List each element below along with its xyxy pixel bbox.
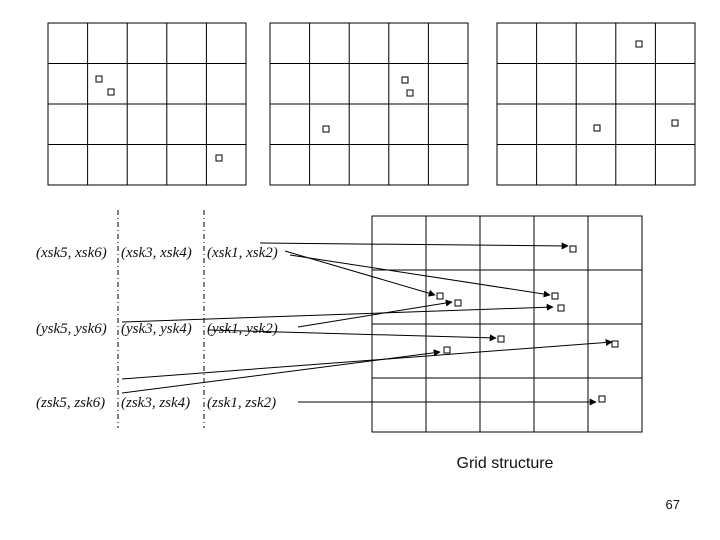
small-grid-3-point (593, 124, 601, 132)
mapping-arrow (297, 299, 453, 328)
key-row-x-pair-1: (xsk5, xsk6) (36, 245, 107, 261)
small-grid-1 (47, 22, 247, 186)
small-grid-2-point (406, 89, 414, 97)
key-row-x-pair-3: (xsk1, xsk2) (207, 245, 278, 261)
big-grid (371, 215, 643, 433)
big-grid-point (454, 299, 462, 307)
key-row-z-pair-2: (zsk3, zsk4) (121, 395, 190, 411)
mapping-arrow (259, 242, 569, 250)
small-grid-1-point (107, 88, 115, 96)
key-row-y-pair-2: (ysk3, ysk4) (121, 321, 192, 337)
big-grid-point (598, 395, 606, 403)
small-grid-2 (269, 22, 469, 186)
page-number: 67 (665, 497, 680, 512)
small-grid-1-point (215, 154, 223, 162)
big-grid-point (611, 340, 619, 348)
mapping-arrow (121, 303, 554, 323)
mapping-arrow (121, 338, 613, 380)
grid-structure-caption: Grid structure (456, 455, 554, 472)
big-grid-point (551, 292, 559, 300)
big-grid-point (436, 292, 444, 300)
small-grid-3 (496, 22, 696, 186)
mapping-arrow (207, 329, 497, 342)
small-grid-3-point (671, 119, 679, 127)
small-grid-1-point (95, 75, 103, 83)
small-grid-2-point (401, 76, 409, 84)
small-grid-2-point (322, 125, 330, 133)
mapping-arrow (289, 254, 551, 298)
key-row-y-pair-1: (ysk5, ysk6) (36, 321, 107, 337)
big-grid-point (443, 346, 451, 354)
key-row-x-pair-2: (xsk3, xsk4) (121, 245, 192, 261)
big-grid-point (569, 245, 577, 253)
key-row-z-pair-3: (zsk1, zsk2) (207, 395, 276, 411)
mapping-arrow (121, 349, 441, 394)
big-grid-point (557, 304, 565, 312)
key-row-z-pair-1: (zsk5, zsk6) (36, 395, 105, 411)
small-grid-3-point (635, 40, 643, 48)
big-grid-point (497, 335, 505, 343)
key-row-y-pair-3: (ysk1, ysk2) (207, 321, 278, 337)
